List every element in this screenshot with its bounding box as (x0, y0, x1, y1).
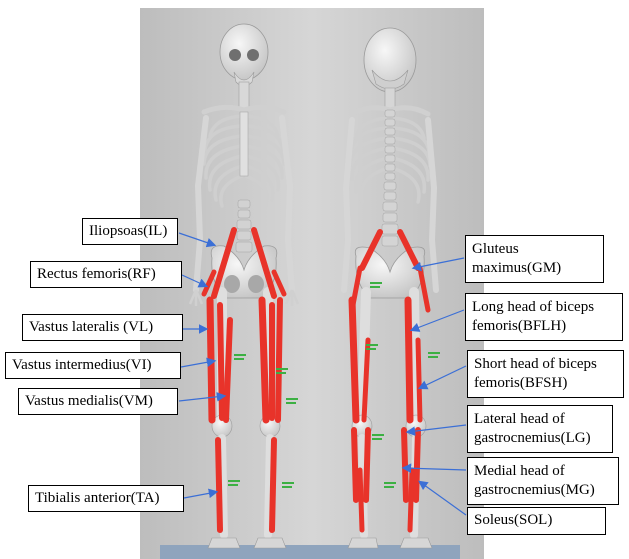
tibialis-anterior-left (218, 440, 220, 530)
label-mg: Medial head of gastrocnemius(MG) (467, 457, 619, 505)
vastus-medialis-left (226, 320, 230, 420)
label-gluteus-maximus: Gluteus maximus(GM) (465, 235, 604, 283)
bfsh-right (418, 340, 420, 420)
vastus-lateralis-right (262, 300, 266, 420)
label-vastus-intermedius-text: Vastus intermedius(VI) (12, 356, 174, 375)
label-tibialis-anterior: Tibialis anterior(TA) (28, 485, 184, 512)
label-gluteus-maximus-line2: maximus(GM) (472, 259, 597, 278)
label-soleus: Soleus(SOL) (467, 507, 606, 535)
label-iliopsoas: Iliopsoas(IL) (82, 218, 178, 245)
label-bflh: Long head of biceps femoris(BFLH) (465, 293, 623, 341)
label-soleus-text: Soleus(SOL) (474, 511, 599, 530)
label-rectus-femoris: Rectus femoris(RF) (30, 261, 182, 288)
label-bfsh-line2: femoris(BFSH) (474, 374, 617, 393)
label-vastus-lateralis-text: Vastus lateralis (VL) (29, 318, 176, 337)
vastus-medialis-right (278, 300, 280, 420)
label-rectus-femoris-text: Rectus femoris(RF) (37, 265, 175, 284)
mg-right (416, 430, 418, 500)
label-iliopsoas-text: Iliopsoas(IL) (89, 222, 171, 241)
label-bflh-line1: Long head of biceps (472, 298, 616, 317)
soleus-right (410, 470, 412, 530)
label-vastus-medialis-text: Vastus medialis(VM) (25, 392, 171, 411)
label-bfsh-line1: Short head of biceps (474, 355, 617, 374)
bflh-right (408, 300, 410, 420)
render-background (140, 8, 484, 559)
soleus-left (360, 470, 362, 530)
vastus-intermedius-left (220, 305, 222, 418)
bflh-left (352, 300, 356, 420)
mg-left (366, 430, 368, 500)
label-vastus-intermedius: Vastus intermedius(VI) (5, 352, 181, 379)
label-tibialis-anterior-text: Tibialis anterior(TA) (35, 489, 177, 508)
vastus-lateralis-left (210, 300, 212, 420)
label-lg: Lateral head of gastrocnemius(LG) (467, 405, 613, 453)
label-mg-line2: gastrocnemius(MG) (474, 481, 612, 500)
label-mg-line1: Medial head of (474, 462, 612, 481)
tibialis-anterior-right (272, 440, 274, 530)
label-lg-line2: gastrocnemius(LG) (474, 429, 606, 448)
label-vastus-lateralis: Vastus lateralis (VL) (22, 314, 183, 341)
lg-right (404, 430, 406, 500)
front-skull (220, 24, 268, 80)
label-bfsh: Short head of biceps femoris(BFSH) (467, 350, 624, 398)
lg-left (354, 430, 356, 500)
label-vastus-medialis: Vastus medialis(VM) (18, 388, 178, 415)
label-gluteus-maximus-line1: Gluteus (472, 240, 597, 259)
label-bflh-line2: femoris(BFLH) (472, 317, 616, 336)
label-lg-line1: Lateral head of (474, 410, 606, 429)
